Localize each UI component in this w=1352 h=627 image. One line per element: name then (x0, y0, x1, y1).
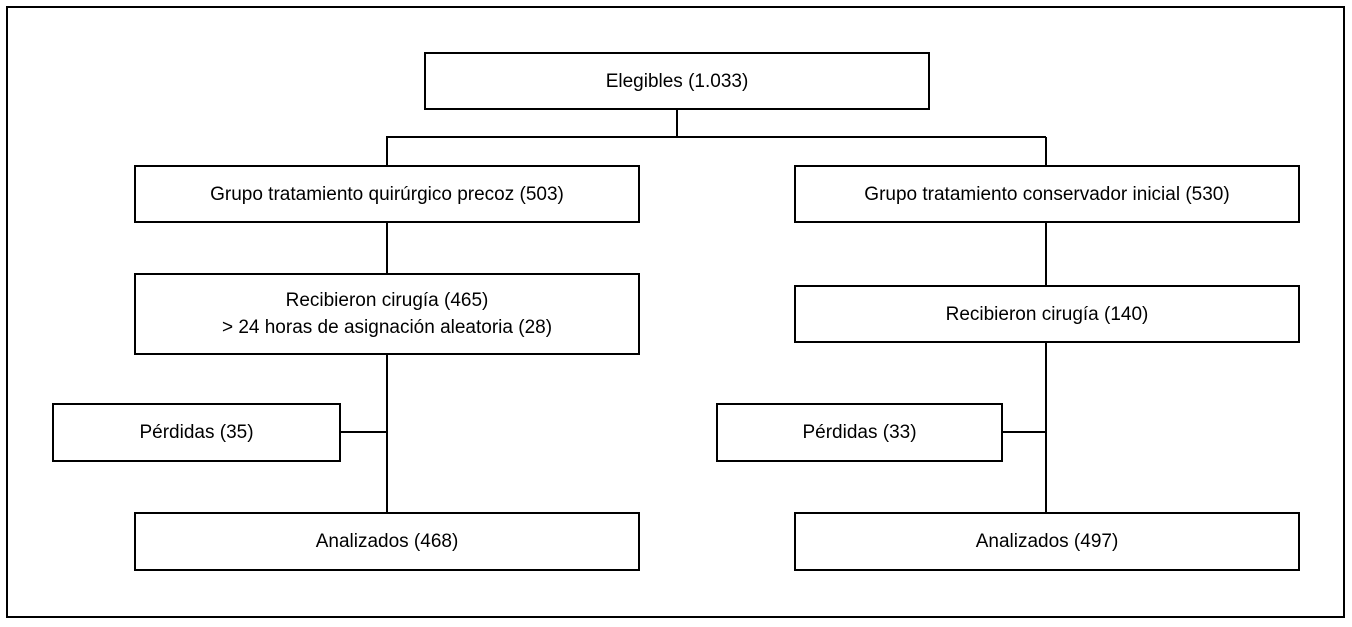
node-eligibles: Elegibles (1.033) (424, 52, 930, 110)
node-surgery-received-left-line2: > 24 horas de asignación aleatoria (28) (221, 317, 553, 338)
node-losses-right-line1: Pérdidas (33) (802, 422, 917, 443)
node-losses-right: Pérdidas (33) (716, 403, 1003, 462)
node-analyzed-left-line1: Analizados (468) (315, 531, 459, 552)
node-analyzed-right: Analizados (497) (794, 512, 1300, 571)
figure-border (6, 6, 1345, 618)
node-surgery-received-right: Recibieron cirugía (140) (794, 285, 1300, 343)
node-losses-left-line1: Pérdidas (35) (139, 422, 254, 443)
node-eligibles-line1: Elegibles (1.033) (605, 70, 749, 92)
node-surgery-received-left: Recibieron cirugía (465) > 24 horas de a… (134, 273, 640, 355)
node-analyzed-left: Analizados (468) (134, 512, 640, 571)
node-surgery-received-right-line1: Recibieron cirugía (140) (945, 303, 1149, 325)
node-analyzed-right-line1: Analizados (497) (975, 531, 1119, 552)
node-conservative-treatment-group: Grupo tratamiento conservador inicial (5… (794, 165, 1300, 223)
node-surgical-treatment-group-line1: Grupo tratamiento quirúrgico precoz (503… (210, 183, 564, 205)
node-losses-left: Pérdidas (35) (52, 403, 341, 462)
node-surgical-treatment-group: Grupo tratamiento quirúrgico precoz (503… (134, 165, 640, 223)
node-conservative-treatment-group-line1: Grupo tratamiento conservador inicial (5… (864, 183, 1230, 205)
node-surgery-received-left-line1: Recibieron cirugía (465) (285, 290, 489, 311)
